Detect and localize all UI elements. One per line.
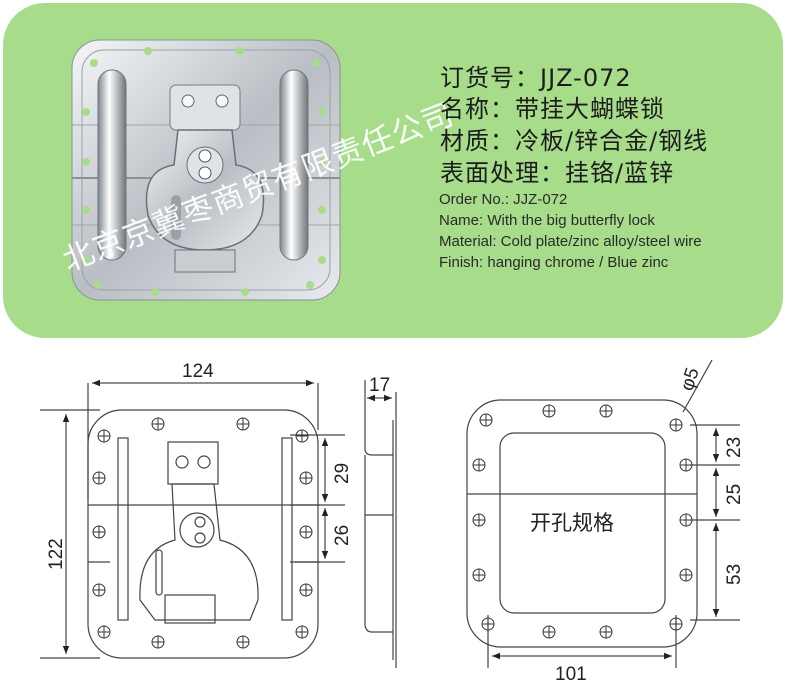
dim-depth: 17 (369, 375, 390, 396)
name-en: Name: With the big butterfly lock (439, 212, 655, 229)
material-cn: 材质：冷板/锌合金/钢线 (440, 127, 709, 155)
dim-height: 122 (46, 538, 67, 570)
side-view (364, 380, 397, 668)
dim-upper: 29 (332, 463, 353, 484)
cutout-dimensions (492, 428, 720, 660)
finish-en: Finish: hanging chrome / Blue zinc (439, 254, 669, 271)
product-photo (71, 39, 341, 301)
cutout-view (466, 359, 740, 668)
front-view (40, 383, 345, 659)
material-en: Material: Cold plate/zinc alloy/steel wi… (439, 233, 702, 250)
dim-cut-width: 101 (555, 664, 587, 685)
cutout-label: 开孔规格 (530, 511, 614, 535)
name-cn: 名称：带挂大蝴蝶锁 (440, 95, 665, 123)
order-no-cn: 订货号：JJZ-072 (440, 64, 632, 92)
dim-cut-23: 23 (724, 437, 745, 458)
order-no-en: Order No.: JJZ-072 (439, 191, 568, 208)
dim-width: 124 (182, 361, 214, 382)
front-dimensions (62, 379, 329, 654)
dim-cut-53: 53 (724, 564, 745, 585)
finish-cn: 表面处理：挂铬/蓝锌 (440, 159, 675, 187)
dim-hole-diameter: φ5 (677, 365, 704, 393)
dim-cut-25: 25 (724, 484, 745, 505)
dim-lower: 26 (332, 525, 353, 546)
